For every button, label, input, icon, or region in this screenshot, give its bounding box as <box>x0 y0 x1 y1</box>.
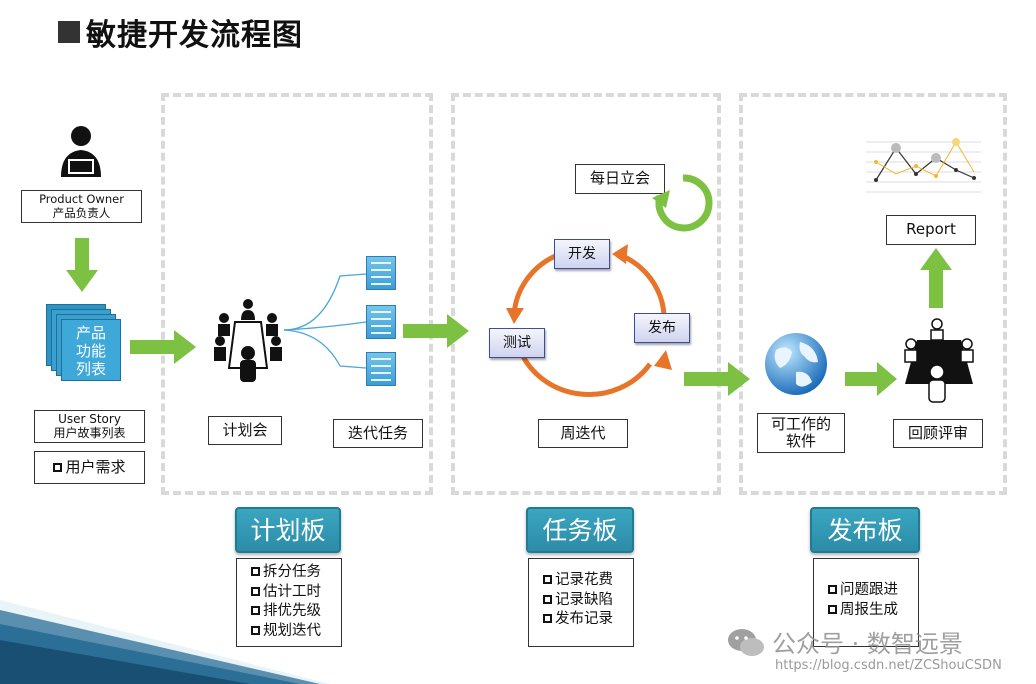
list-item: 排优先级 <box>251 602 341 622</box>
plan-board-list: 拆分任务 估计工时 排优先级 规划迭代 <box>236 558 342 647</box>
plan-panel <box>161 93 433 495</box>
page-title: 敏捷开发流程图 <box>58 10 303 54</box>
release-panel <box>739 93 1007 495</box>
develop-stage: 开发 <box>554 239 610 269</box>
user-need-box: 用户需求 <box>34 451 145 484</box>
product-owner-cn: 产品负责人 <box>52 205 111 220</box>
document-icon <box>366 352 396 386</box>
daily-standup-label: 每日立会 <box>575 164 665 194</box>
list-item: 拆分任务 <box>251 563 341 583</box>
refresh-cycle-icon <box>652 174 713 232</box>
list-item: 周报生成 <box>828 601 918 621</box>
backlog-line-1: 产品 <box>75 324 106 342</box>
document-icon <box>366 256 396 290</box>
release-board-list: 问题跟进 周报生成 <box>813 558 919 647</box>
working-software-label: 可工作的 软件 <box>757 413 845 453</box>
sprint-panel <box>451 93 721 495</box>
wechat-icon <box>728 629 764 656</box>
line-chart-icon <box>866 138 981 193</box>
list-item: 规划迭代 <box>251 622 341 642</box>
right-arrow-icon <box>130 330 196 364</box>
meeting-table-icon <box>904 318 974 403</box>
meeting-table-icon <box>214 299 282 382</box>
product-owner-en: Product Owner <box>39 192 124 207</box>
right-arrow-icon <box>845 362 897 396</box>
product-owner-box: Product Owner 产品负责人 <box>21 190 142 223</box>
down-arrow-icon <box>66 238 98 292</box>
user-story-en: User Story <box>58 411 121 426</box>
task-board-title: 任务板 <box>526 507 634 553</box>
plan-board-title: 计划板 <box>235 507 341 553</box>
iteration-tasks-label: 迭代任务 <box>333 419 423 448</box>
software-line-2: 软件 <box>785 432 816 450</box>
user-story-cn: 用户故事列表 <box>53 425 126 440</box>
task-connector-lines <box>283 273 367 369</box>
right-arrow-icon <box>684 362 750 396</box>
checkbox-icon <box>53 463 63 472</box>
user-need-label: 用户需求 <box>65 457 126 476</box>
backlog-line-2: 功能 <box>75 342 106 360</box>
user-story-box: User Story 用户故事列表 <box>34 410 145 443</box>
up-arrow-icon <box>920 248 952 308</box>
list-item: 记录花费 <box>543 571 633 591</box>
software-line-1: 可工作的 <box>770 414 831 433</box>
decorative-stripes <box>0 600 330 684</box>
list-item: 记录缺陷 <box>543 591 633 611</box>
report-label: Report <box>886 215 976 245</box>
backlog-line-3: 列表 <box>75 360 106 378</box>
release-stage: 发布 <box>634 313 690 343</box>
list-item: 发布记录 <box>543 610 633 630</box>
watermark-text: 公众号 · 数智远景 <box>772 630 963 658</box>
task-board-list: 记录花费 记录缺陷 发布记录 <box>528 558 634 647</box>
release-board-title: 发布板 <box>810 507 920 553</box>
document-icon <box>366 305 396 339</box>
product-backlog-stack: 产品 功能 列表 <box>46 304 126 384</box>
right-arrow-icon <box>403 314 469 348</box>
planning-meeting-label: 计划会 <box>208 416 282 445</box>
test-stage: 测试 <box>489 328 545 358</box>
list-item: 估计工时 <box>251 583 341 603</box>
person-laptop-icon <box>61 126 101 177</box>
review-label: 回顾评审 <box>893 419 983 448</box>
list-item: 问题跟进 <box>828 581 918 601</box>
watermark-url: https://blog.csdn.net/ZCShouCSDN <box>775 658 1002 673</box>
weekly-iteration-label: 周迭代 <box>538 419 628 448</box>
globe-icon <box>765 333 827 395</box>
